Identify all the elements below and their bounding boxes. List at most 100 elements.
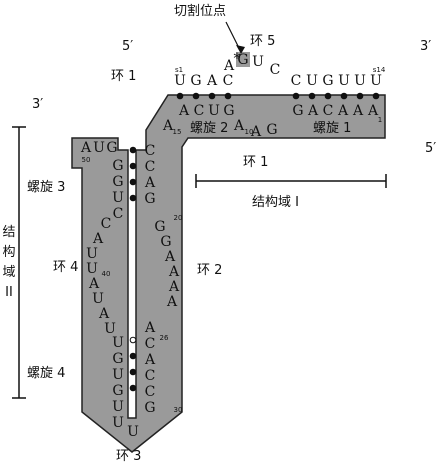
nucleotide: U: [306, 73, 318, 89]
nucleotide: A: [250, 124, 262, 140]
wobble-pair-dot: [129, 336, 137, 344]
nucleotide: U: [208, 103, 220, 119]
base-pair-dot: [129, 384, 137, 392]
loop1-mid-label: 环 1: [243, 155, 268, 170]
nucleotide: U: [86, 261, 98, 277]
nucleotide: A: [80, 140, 92, 156]
base-pair-dot: [129, 178, 137, 186]
end-5-right: 5′: [425, 141, 436, 156]
nucleotide: U: [370, 73, 382, 89]
base-pair-dot: [324, 92, 332, 100]
position-number: 1: [378, 116, 382, 124]
ribozyme-backbone: [71, 94, 386, 453]
position-number: 10: [245, 128, 254, 136]
nucleotide: A: [144, 320, 156, 336]
nucleotide: A: [168, 264, 180, 280]
domain2-char: II: [5, 285, 13, 300]
domain1-label: 结构域 I: [252, 195, 299, 210]
base-pair-dot: [129, 146, 137, 154]
nucleotide: A: [233, 118, 245, 134]
nucleotide: A: [166, 294, 178, 310]
base-pair-dot: [129, 194, 137, 202]
nucleotide: U: [354, 73, 366, 89]
nucleotide: U: [112, 399, 124, 415]
nucleotide: U: [338, 73, 350, 89]
cleavage-star: *: [234, 51, 241, 67]
nucleotide: C: [145, 143, 156, 159]
position-number: 26: [160, 334, 169, 342]
nucleotide: G: [112, 158, 123, 174]
nucleotide: U: [92, 291, 104, 307]
nucleotide: A: [367, 103, 379, 119]
nucleotide: A: [178, 103, 190, 119]
nucleotide: G: [223, 103, 234, 119]
nucleotide: G: [292, 103, 303, 119]
nucleotide: C: [145, 368, 156, 384]
domain2-char: 结: [2, 225, 15, 240]
nucleotide: C: [223, 73, 234, 89]
nucleotide: A: [206, 73, 218, 89]
nucleotide: A: [144, 352, 156, 368]
nucleotide: C: [101, 216, 112, 232]
base-pair-dot: [372, 92, 380, 100]
base-pair-dot: [356, 92, 364, 100]
base-pair-dot: [176, 92, 184, 100]
nucleotide: C: [194, 103, 205, 119]
base-pair-dot: [129, 352, 137, 360]
nucleotide: G: [154, 219, 165, 235]
nucleotide: G: [160, 234, 171, 250]
cleavage-site-highlight: [236, 52, 250, 67]
nucleotide: U: [93, 140, 105, 156]
nucleotide: A: [168, 279, 180, 295]
position-number: 40: [102, 270, 111, 278]
nucleotide: A: [92, 231, 104, 247]
nucleotide: C: [323, 103, 334, 119]
nucleotide: U: [104, 321, 116, 337]
domain2-char: 域: [2, 265, 15, 280]
position-number: 15: [173, 128, 182, 136]
nucleotide: C: [145, 336, 156, 352]
nucleotide: U: [112, 190, 124, 206]
helix1-label: 螺旋 1: [313, 121, 351, 136]
end-5-top: 5′: [122, 39, 133, 54]
nucleotide: A: [162, 118, 174, 134]
cleavage-site-label: 切割位点: [174, 3, 226, 19]
nucleotide: U: [112, 415, 124, 431]
nucleotide: C: [270, 62, 281, 78]
base-pair-dot: [129, 162, 137, 170]
nucleotide: U: [112, 335, 124, 351]
position-number: 30: [174, 406, 183, 414]
nucleotide: A: [223, 58, 235, 74]
nucleotide: A: [88, 276, 100, 292]
nucleotide: A: [164, 249, 176, 265]
nucleotide: C: [145, 159, 156, 175]
nucleotide: G: [322, 73, 333, 89]
nucleotide: U: [252, 54, 264, 70]
cleavage-arrow-head: [236, 45, 245, 54]
nucleotide: G: [144, 191, 155, 207]
base-pair-dot: [308, 92, 316, 100]
loop3-label: 环 3: [116, 449, 141, 462]
loop1-top-label: 环 1: [111, 69, 136, 84]
nucleotide: A: [144, 175, 156, 191]
position-number: s14: [373, 66, 386, 74]
nucleotide: A: [307, 103, 319, 119]
position-number: 50: [82, 156, 91, 164]
nucleotide: G: [190, 73, 201, 89]
nucleotide: A: [337, 103, 349, 119]
nucleotide: G: [237, 52, 248, 68]
loop4-label: 环 4: [53, 260, 78, 275]
nucleotide: U: [127, 424, 139, 440]
nucleotide: A: [352, 103, 364, 119]
nucleotide: G: [266, 122, 277, 138]
nucleotide: C: [291, 73, 302, 89]
loop5-label: 环 5: [250, 34, 275, 49]
nucleotide: G: [112, 174, 123, 190]
position-number: 20: [174, 214, 183, 222]
base-pair-dot: [192, 92, 200, 100]
helix2-label: 螺旋 2: [190, 121, 228, 136]
